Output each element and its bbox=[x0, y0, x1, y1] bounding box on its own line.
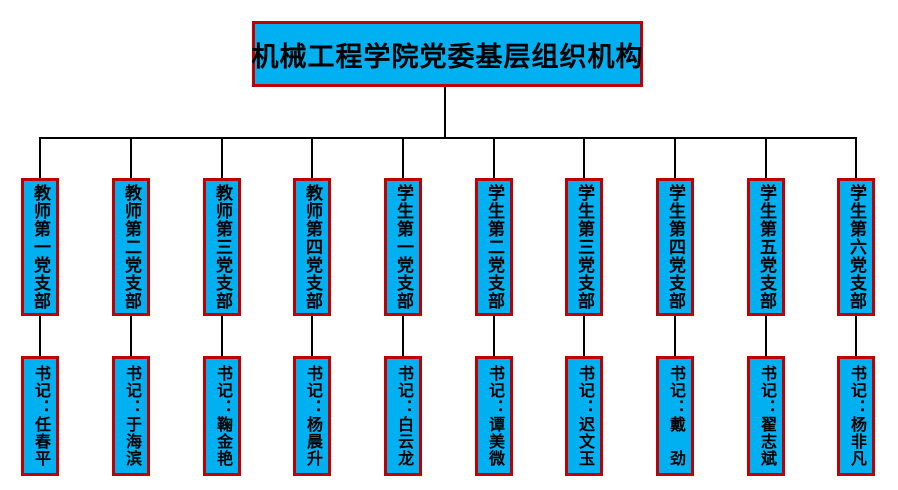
branch-label: 教师第三党支部 bbox=[213, 184, 232, 310]
horizontal-connector-line bbox=[40, 137, 857, 139]
branch-box: 教师第一党支部 bbox=[21, 178, 59, 316]
org-column: 学生第五党支部 书记：翟志斌 bbox=[747, 137, 785, 477]
org-column: 教师第二党支部 书记：于海滨 bbox=[112, 137, 150, 477]
branch-secretary-connector bbox=[583, 316, 585, 356]
branch-secretary-connector bbox=[493, 316, 495, 356]
branch-drop-line bbox=[221, 137, 223, 178]
secretary-box: 书记：杨晨升 bbox=[293, 356, 331, 476]
secretary-label: 书记：翟志斌 bbox=[758, 365, 775, 467]
org-column: 教师第一党支部 书记：任春平 bbox=[21, 137, 59, 477]
branch-box: 学生第一党支部 bbox=[384, 178, 422, 316]
branch-box: 教师第三党支部 bbox=[203, 178, 241, 316]
branch-label: 学生第五党支部 bbox=[757, 184, 776, 310]
branch-label: 学生第一党支部 bbox=[394, 184, 413, 310]
branch-secretary-connector bbox=[130, 316, 132, 356]
branch-secretary-connector bbox=[765, 316, 767, 356]
org-column: 教师第四党支部 书记：杨晨升 bbox=[293, 137, 331, 477]
branch-drop-line bbox=[493, 137, 495, 178]
branch-label: 教师第二党支部 bbox=[122, 184, 141, 310]
branch-label: 学生第四党支部 bbox=[666, 184, 685, 310]
secretary-label: 书记：任春平 bbox=[32, 365, 49, 467]
branch-secretary-connector bbox=[311, 316, 313, 356]
branch-drop-line bbox=[130, 137, 132, 178]
secretary-label: 书记：谭美微 bbox=[486, 365, 503, 467]
org-column: 学生第三党支部 书记：迟文玉 bbox=[565, 137, 603, 477]
branch-drop-line bbox=[402, 137, 404, 178]
branch-drop-line bbox=[583, 137, 585, 178]
org-column: 学生第四党支部 书记：戴 劲 bbox=[656, 137, 694, 477]
secretary-box: 书记：任春平 bbox=[21, 356, 59, 476]
secretary-box: 书记：于海滨 bbox=[112, 356, 150, 476]
branch-secretary-connector bbox=[402, 316, 404, 356]
branch-secretary-connector bbox=[855, 316, 857, 356]
secretary-box: 书记：杨非凡 bbox=[837, 356, 875, 476]
branch-drop-line bbox=[311, 137, 313, 178]
branch-label: 教师第一党支部 bbox=[31, 184, 50, 310]
chart-title: 机械工程学院党委基层组织机构 bbox=[251, 41, 644, 72]
secretary-label: 书记：杨晨升 bbox=[304, 365, 321, 467]
secretary-label: 书记：白云龙 bbox=[395, 365, 412, 467]
branch-drop-line bbox=[674, 137, 676, 178]
branch-box: 学生第四党支部 bbox=[656, 178, 694, 316]
branch-box: 学生第六党支部 bbox=[837, 178, 875, 316]
branch-drop-line bbox=[765, 137, 767, 178]
secretary-label: 书记：杨非凡 bbox=[848, 365, 865, 467]
secretary-box: 书记：翟志斌 bbox=[747, 356, 785, 476]
chart-title-box: 机械工程学院党委基层组织机构 bbox=[252, 21, 643, 87]
org-column: 学生第一党支部 书记：白云龙 bbox=[384, 137, 422, 477]
secretary-box: 书记：鞠金艳 bbox=[203, 356, 241, 476]
secretary-box: 书记：谭美微 bbox=[475, 356, 513, 476]
branch-label: 学生第二党支部 bbox=[485, 184, 504, 310]
branch-drop-line bbox=[39, 137, 41, 178]
secretary-label: 书记：于海滨 bbox=[123, 365, 140, 467]
secretary-box: 书记：白云龙 bbox=[384, 356, 422, 476]
branch-box: 教师第四党支部 bbox=[293, 178, 331, 316]
branch-box: 学生第五党支部 bbox=[747, 178, 785, 316]
branch-drop-line bbox=[855, 137, 857, 178]
secretary-label: 书记：戴 劲 bbox=[667, 365, 684, 467]
secretary-box: 书记：迟文玉 bbox=[565, 356, 603, 476]
org-column: 教师第三党支部 书记：鞠金艳 bbox=[203, 137, 241, 477]
title-connector-line bbox=[444, 87, 446, 138]
secretary-label: 书记：迟文玉 bbox=[576, 365, 593, 467]
branch-secretary-connector bbox=[39, 316, 41, 356]
org-column: 学生第二党支部 书记：谭美微 bbox=[475, 137, 513, 477]
branch-secretary-connector bbox=[221, 316, 223, 356]
branch-label: 学生第六党支部 bbox=[847, 184, 866, 310]
branch-box: 学生第三党支部 bbox=[565, 178, 603, 316]
org-column: 学生第六党支部 书记：杨非凡 bbox=[837, 137, 875, 477]
branch-label: 教师第四党支部 bbox=[303, 184, 322, 310]
branch-box: 学生第二党支部 bbox=[475, 178, 513, 316]
branch-secretary-connector bbox=[674, 316, 676, 356]
branch-box: 教师第二党支部 bbox=[112, 178, 150, 316]
secretary-box: 书记：戴 劲 bbox=[656, 356, 694, 476]
secretary-label: 书记：鞠金艳 bbox=[214, 365, 231, 467]
branch-label: 学生第三党支部 bbox=[575, 184, 594, 310]
